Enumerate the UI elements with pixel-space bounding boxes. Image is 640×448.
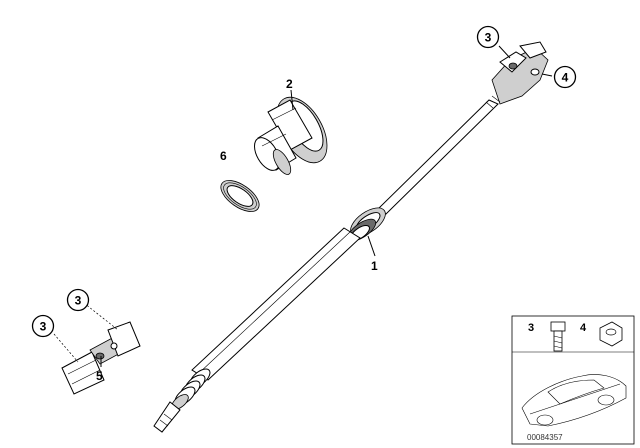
steering-shaft-part <box>153 41 549 433</box>
callout-2: 2 <box>286 77 293 91</box>
nut-icon <box>599 321 623 347</box>
universal-joint-part <box>61 321 141 395</box>
callout-6: 6 <box>220 149 227 163</box>
callout-4-top: 4 <box>553 65 577 89</box>
legend-label-3: 3 <box>528 322 534 334</box>
svg-text:3: 3 <box>40 320 47 334</box>
svg-text:3: 3 <box>485 31 492 45</box>
callout-3-left-upper: 3 <box>66 288 90 312</box>
legend-label-4: 4 <box>580 322 587 334</box>
legend-box: 3 4 00084357 <box>511 315 635 445</box>
reference-number: 00084357 <box>527 433 563 442</box>
callout-3-left-lower: 3 <box>31 314 55 338</box>
callout-5: 5 <box>96 369 103 383</box>
callout-3-top: 3 <box>476 25 500 49</box>
seal-ring-part <box>220 180 260 212</box>
bolt-icon <box>550 321 566 352</box>
svg-text:4: 4 <box>562 71 569 85</box>
car-silhouette-icon <box>521 374 627 427</box>
callout-1: 1 <box>371 259 378 273</box>
rubber-boot-part <box>254 96 328 175</box>
leader-lines <box>53 45 553 367</box>
svg-text:3: 3 <box>75 294 82 308</box>
